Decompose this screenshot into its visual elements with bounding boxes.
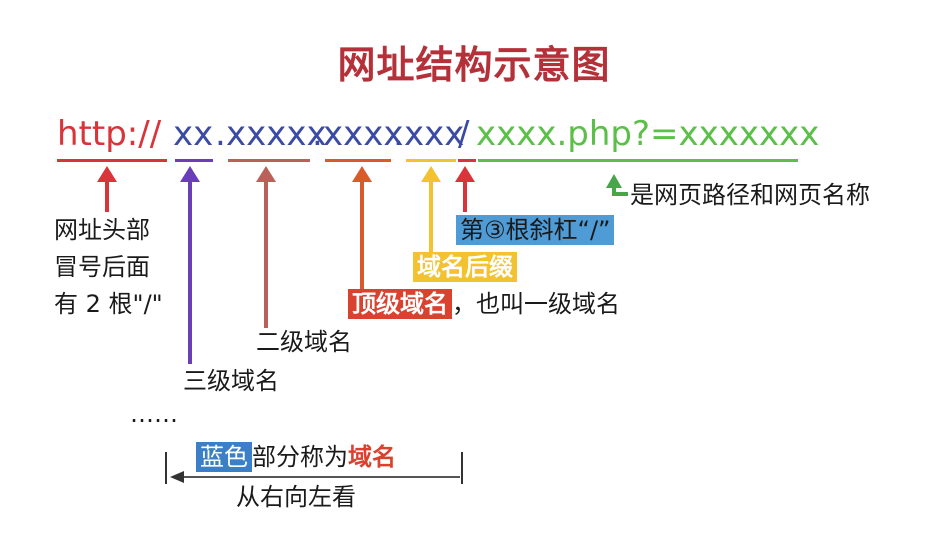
slash-underline — [458, 159, 476, 162]
url-dot-1: . — [215, 114, 226, 154]
top-level-label: 顶级域名，也叫一级域名 — [348, 287, 620, 321]
top-level-highlight: 顶级域名 — [348, 289, 452, 319]
slash-arrow — [455, 166, 475, 212]
domain-red-text: 域名 — [348, 443, 396, 471]
top-level-rest: ，也叫一级域名 — [452, 290, 620, 318]
protocol-label-line-3: 有 2 根"/" — [54, 290, 163, 318]
ellipsis: …… — [130, 400, 178, 428]
direction-arrow — [165, 452, 463, 484]
suffix-highlight: 域名后缀 — [413, 252, 517, 282]
suffix-arrow — [421, 166, 441, 252]
protocol-label-line-1: 网址头部 — [54, 216, 150, 244]
url-slash: / — [458, 114, 470, 154]
protocol-underline — [57, 159, 167, 162]
suffix-label: 域名后缀 — [413, 250, 517, 284]
domain-mid-text: 部分称为 — [252, 443, 348, 471]
path-arrow — [606, 174, 628, 196]
path-underline — [478, 159, 798, 162]
third-level-label: 三级域名 — [183, 367, 279, 395]
direction-label: 从右向左看 — [236, 483, 356, 511]
url-suffix: xxx — [404, 114, 465, 154]
third-level-arrow — [180, 166, 200, 364]
url-dot-3: . — [393, 114, 404, 154]
slash-label: 第③根斜杠“/” — [456, 213, 615, 247]
suffix-underline — [406, 159, 456, 162]
url-second-level: xxxxx — [226, 114, 327, 154]
url-dot-2: . — [312, 114, 323, 154]
domain-explanation: 蓝色部分称为域名 — [196, 440, 396, 474]
protocol-arrow — [97, 166, 117, 212]
url-subdomain: xx — [173, 114, 214, 154]
domain-blue-highlight: 蓝色 — [196, 442, 252, 472]
second-level-underline — [228, 159, 310, 162]
top-level-underline — [325, 159, 391, 162]
url-protocol: http:// — [57, 114, 162, 154]
url-path: xxxx.php?=xxxxxxx — [476, 114, 820, 154]
protocol-label-line-2: 冒号后面 — [54, 253, 150, 281]
second-level-arrow — [256, 166, 276, 328]
slash-highlight: 第③根斜杠“/” — [456, 215, 615, 245]
url-top-level: xxxx — [323, 114, 404, 154]
second-level-label: 二级域名 — [256, 328, 352, 356]
path-label: 是网页路径和网页名称 — [630, 181, 870, 209]
subdomain-underline — [175, 159, 213, 162]
page-title: 网址结构示意图 — [337, 43, 611, 87]
top-level-arrow — [352, 166, 372, 290]
